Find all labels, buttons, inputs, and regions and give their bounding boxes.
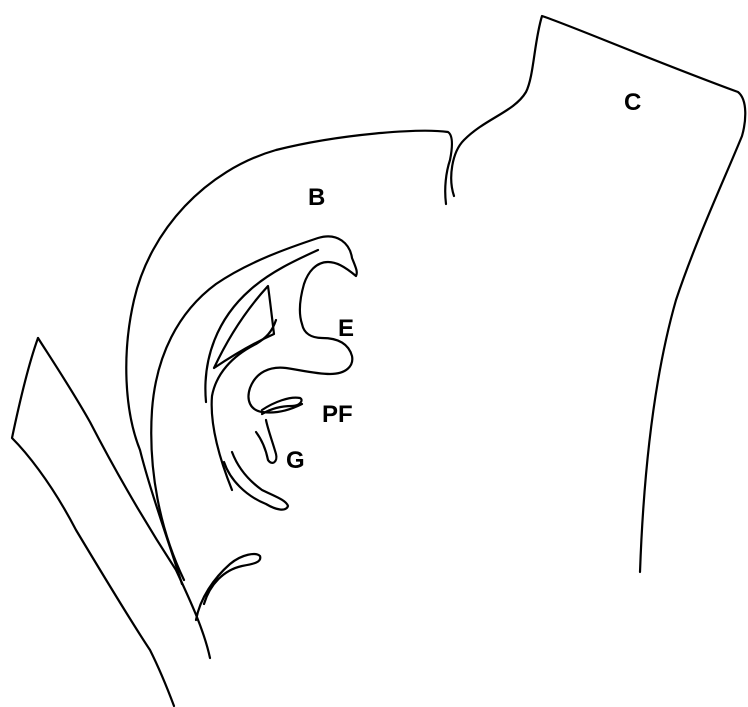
lower-ridge bbox=[224, 452, 288, 510]
left-strip-outline bbox=[12, 338, 174, 706]
inner-wedge bbox=[214, 286, 274, 368]
small-hook bbox=[196, 554, 260, 620]
label-b: B bbox=[308, 184, 325, 211]
region-b-outline bbox=[126, 131, 452, 584]
inner-arch-upper bbox=[205, 250, 318, 402]
label-pf: PF bbox=[322, 401, 353, 428]
region-g-process bbox=[256, 420, 276, 463]
label-c: C bbox=[624, 89, 641, 116]
label-g: G bbox=[286, 447, 305, 474]
label-e: E bbox=[338, 315, 354, 342]
inner-arch-lower bbox=[212, 320, 276, 490]
region-c-outline bbox=[451, 16, 745, 572]
